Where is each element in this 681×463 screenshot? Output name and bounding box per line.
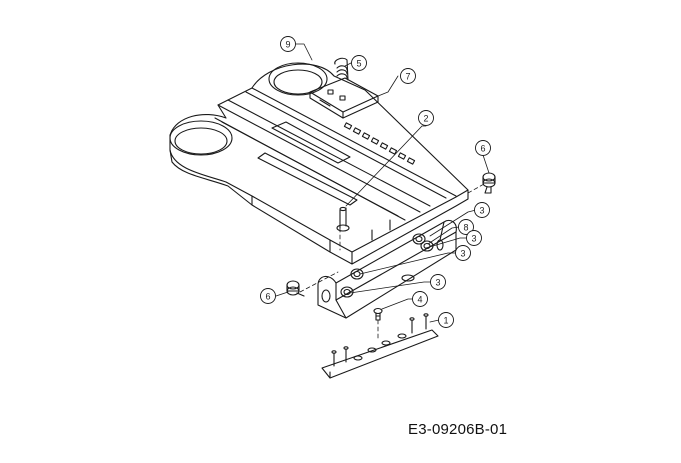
pin-plate-1 — [321, 313, 439, 379]
callout-label: 2 — [423, 114, 428, 124]
callout-2: 2 — [418, 110, 434, 126]
callout-label: 3 — [435, 278, 440, 288]
callout-7: 7 — [400, 68, 416, 84]
callout-3-a: 3 — [474, 202, 490, 218]
callout-6-right: 6 — [475, 140, 491, 156]
callout-label: 1 — [443, 316, 448, 326]
spring-clip-5 — [334, 57, 349, 81]
leader-lines — [275, 43, 490, 323]
assembly-lines — [299, 183, 485, 341]
callout-label: 9 — [285, 40, 290, 50]
callout-label: 7 — [405, 72, 410, 82]
stud-2 — [336, 206, 350, 232]
slot-row — [343, 122, 416, 165]
bolt-6-right — [482, 172, 496, 194]
callout-label: 8 — [463, 223, 468, 233]
callouts: 9 5 7 2 6 3 8 3 — [260, 36, 491, 328]
callout-1: 1 — [438, 312, 454, 328]
bolt-6-left — [286, 280, 305, 297]
callout-label: 3 — [479, 206, 484, 216]
callout-3-d: 3 — [430, 274, 446, 290]
callout-8: 8 — [458, 219, 474, 235]
callout-label: 3 — [460, 249, 465, 259]
callout-3-c: 3 — [455, 245, 471, 261]
main-plate — [169, 62, 469, 265]
callout-5: 5 — [351, 55, 367, 71]
callout-label: 6 — [265, 292, 270, 302]
callout-label: 6 — [480, 144, 485, 154]
hinge-bracket — [317, 219, 457, 319]
callout-4: 4 — [412, 291, 428, 307]
bracket-7 — [309, 77, 379, 119]
drawing-code: E3-09206B-01 — [408, 421, 508, 438]
callout-label: 4 — [417, 295, 422, 305]
callout-9: 9 — [280, 36, 296, 52]
callout-label: 5 — [356, 59, 361, 69]
callout-label: 3 — [471, 234, 476, 244]
callout-3-b: 3 — [466, 230, 482, 246]
screw-4 — [373, 307, 383, 321]
callout-6-left: 6 — [260, 288, 276, 304]
